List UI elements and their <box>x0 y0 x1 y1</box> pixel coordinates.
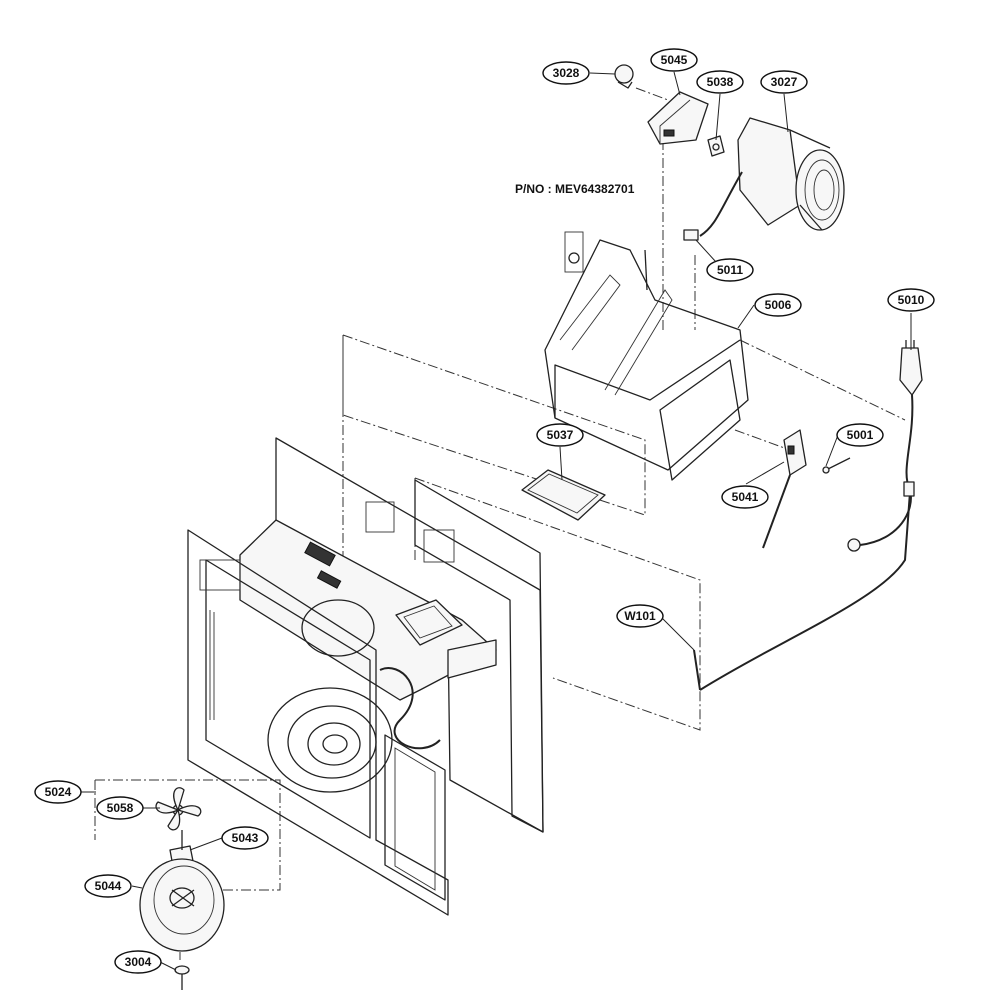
callout-w101[interactable]: W101 <box>616 604 664 628</box>
callout-label: 5058 <box>107 801 134 815</box>
callout-label: 5001 <box>847 428 874 442</box>
lamp-bulb-part <box>614 64 634 89</box>
callout-5058[interactable]: 5058 <box>96 796 144 820</box>
callout-label: 5044 <box>95 879 122 893</box>
callout-5043[interactable]: 5043 <box>221 826 269 850</box>
callout-label: 5043 <box>232 831 259 845</box>
callout-5037[interactable]: 5037 <box>536 423 584 447</box>
callout-5010[interactable]: 5010 <box>887 288 935 312</box>
callout-label: 3027 <box>771 75 798 89</box>
interlock-switch-part <box>762 429 851 549</box>
part-number-label: P/NO : MEV64382701 <box>515 182 635 196</box>
callout-label: W101 <box>624 609 656 623</box>
callout-label: 3004 <box>125 955 152 969</box>
callout-5001[interactable]: 5001 <box>836 423 884 447</box>
callout-label: 5006 <box>765 298 792 312</box>
callout-5011[interactable]: 5011 <box>706 258 754 282</box>
wire-harness-part <box>693 649 701 691</box>
assembly-guide-lines <box>94 87 906 960</box>
callout-5038[interactable]: 5038 <box>696 70 744 94</box>
callout-label: 5038 <box>707 75 734 89</box>
leader-lines <box>80 71 912 971</box>
callout-label: 3028 <box>553 66 580 80</box>
grease-filter-part <box>521 469 606 521</box>
oven-cavity-part <box>187 437 544 916</box>
callout-label: 5024 <box>45 785 72 799</box>
power-cord-part <box>699 340 923 691</box>
callout-label: 5037 <box>547 428 574 442</box>
screw-part <box>174 965 190 990</box>
callout-5041[interactable]: 5041 <box>721 485 769 509</box>
callout-label: 5045 <box>661 53 688 67</box>
callout-5024[interactable]: 5024 <box>34 780 82 804</box>
callout-5044[interactable]: 5044 <box>84 874 132 898</box>
callout-5006[interactable]: 5006 <box>754 293 802 317</box>
callout-3028[interactable]: 3028 <box>542 61 590 85</box>
fan-blade-part <box>155 787 202 831</box>
thermostat-part <box>683 229 699 241</box>
control-module-part <box>647 91 709 145</box>
callout-label: 5011 <box>717 263 743 277</box>
callout-label: 5041 <box>732 490 759 504</box>
chassis-bracket-part <box>544 231 749 481</box>
callout-3027[interactable]: 3027 <box>760 70 808 94</box>
motor-part <box>139 858 225 952</box>
callout-5045[interactable]: 5045 <box>650 48 698 72</box>
blower-fan-part <box>699 117 845 237</box>
callout-label: 5010 <box>898 293 925 307</box>
callout-3004[interactable]: 3004 <box>114 950 162 974</box>
